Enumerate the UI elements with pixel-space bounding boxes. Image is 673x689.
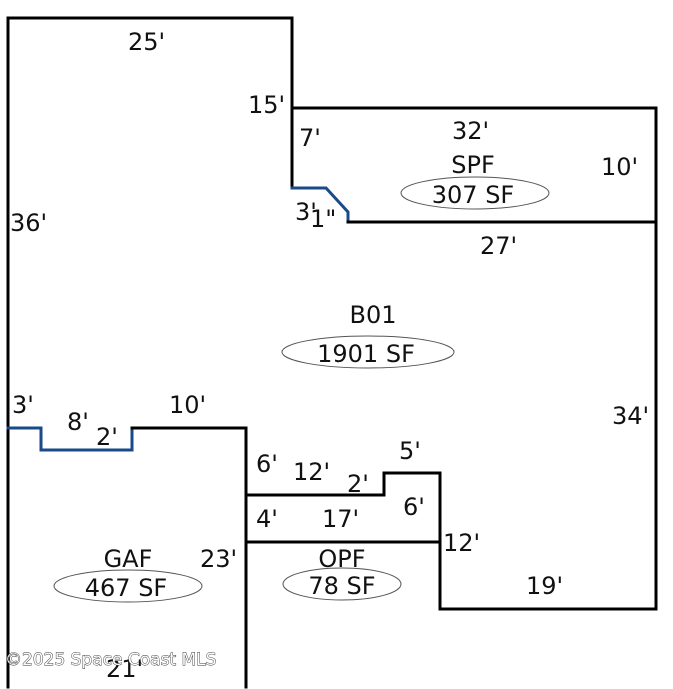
room-code-b01: B01	[349, 301, 396, 329]
dim-10ft-mid: 10'	[169, 391, 206, 419]
dim-2ft-left: 2'	[96, 423, 118, 451]
opf-area-ellipse	[282, 567, 402, 601]
dim-1in-spf: 1"	[310, 205, 336, 233]
dim-4ft: 4'	[256, 505, 278, 533]
dim-36ft: 36'	[10, 209, 47, 237]
dim-15ft: 15'	[248, 91, 285, 119]
room-code-opf: OPF	[318, 545, 365, 573]
room-area-gaf: 467 SF	[85, 574, 167, 602]
room-code-spf: SPF	[451, 151, 495, 179]
gaf-boundary-blue	[6, 426, 134, 452]
dim-12ft-right: 12'	[443, 529, 480, 557]
dim-17ft: 17'	[322, 505, 359, 533]
room-area-spf: 307 SF	[432, 181, 514, 209]
main-outline	[6, 16, 658, 689]
spf-area-ellipse	[400, 176, 550, 210]
dim-5ft: 5'	[399, 437, 421, 465]
gaf-area-ellipse	[53, 569, 203, 603]
room-area-opf: 78 SF	[308, 572, 375, 600]
dim-19ft: 19'	[526, 572, 563, 600]
gaf-boundary	[130, 426, 248, 497]
dim-34ft: 34'	[612, 402, 649, 430]
dim-10ft-right: 10'	[601, 153, 638, 181]
dim-2ft-mid: 2'	[347, 470, 369, 498]
dim-3ft-spf: 3'	[295, 198, 317, 226]
room-area-b01: 1901 SF	[317, 340, 415, 368]
dim-3ft-left: 3'	[12, 391, 34, 419]
dim-7ft: 7'	[299, 124, 321, 152]
dim-6ft-right: 6'	[403, 493, 425, 521]
dim-21ft: 21'	[106, 655, 143, 683]
spf-boundary-blue	[290, 186, 350, 224]
dim-27ft: 27'	[480, 232, 517, 260]
dim-6ft-top: 6'	[256, 450, 278, 478]
dim-32ft: 32'	[452, 117, 489, 145]
dim-23ft: 23'	[200, 545, 237, 573]
room-code-gaf: GAF	[104, 545, 153, 573]
dim-25ft: 25'	[128, 28, 165, 56]
watermark: ©2025 Space Coast MLS	[5, 650, 216, 670]
b01-area-ellipse	[281, 335, 455, 369]
dim-12ft-top: 12'	[293, 458, 330, 486]
dim-8ft: 8'	[67, 408, 89, 436]
